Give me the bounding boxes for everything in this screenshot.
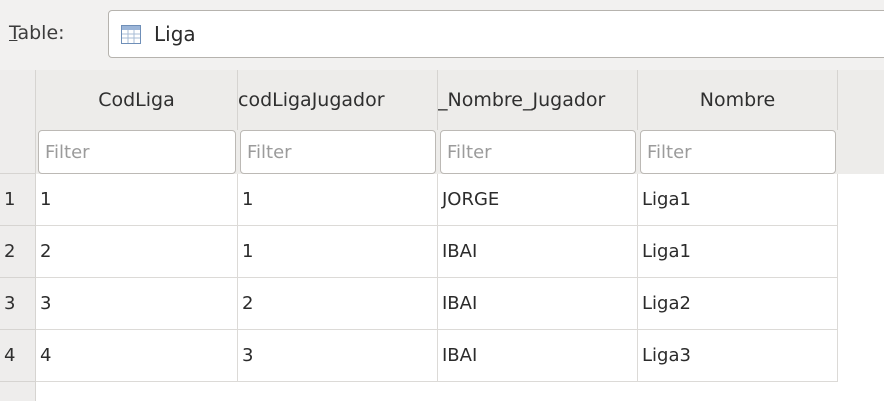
filter-input-nombre-jugador[interactable] xyxy=(440,130,636,174)
table-cell[interactable]: 3 xyxy=(238,330,438,382)
table-icon xyxy=(121,25,141,44)
table-cell[interactable]: 1 xyxy=(36,174,238,226)
selected-table-name: Liga xyxy=(154,22,196,46)
table-cell[interactable]: Liga3 xyxy=(638,330,838,382)
table-label-mnemonic: T xyxy=(9,22,18,44)
column-header-nombre-jugador[interactable]: _Nombre_Jugador xyxy=(438,70,638,130)
table-cell[interactable]: Liga2 xyxy=(638,278,838,330)
row-header-stub xyxy=(0,382,36,401)
table-cell[interactable]: Liga1 xyxy=(638,226,838,278)
filter-input-codligajugador[interactable] xyxy=(240,130,436,174)
data-grid: CodLiga codLigaJugador _Nombre_Jugador N… xyxy=(0,70,884,401)
filter-input-codliga[interactable] xyxy=(38,130,236,174)
column-header-codliga[interactable]: CodLiga xyxy=(36,70,238,130)
filter-cell xyxy=(638,130,838,174)
row-number[interactable]: 2 xyxy=(0,226,36,278)
table-cell[interactable]: IBAI xyxy=(438,278,638,330)
table-cell[interactable]: 4 xyxy=(36,330,238,382)
filter-cell xyxy=(36,130,238,174)
row-number[interactable]: 3 xyxy=(0,278,36,330)
table-cell[interactable]: 3 xyxy=(36,278,238,330)
table-toolbar: Table: Liga xyxy=(0,0,884,70)
row-number[interactable]: 4 xyxy=(0,330,36,382)
table-cell[interactable]: 2 xyxy=(36,226,238,278)
table-cell[interactable]: 1 xyxy=(238,174,438,226)
column-header-codligajugador[interactable]: codLigaJugador xyxy=(238,70,438,130)
filter-input-nombre[interactable] xyxy=(640,130,836,174)
row-number[interactable]: 1 xyxy=(0,174,36,226)
table-cell[interactable]: IBAI xyxy=(438,226,638,278)
table-select[interactable]: Liga xyxy=(108,10,884,58)
filter-cell xyxy=(438,130,638,174)
table-cell[interactable]: 1 xyxy=(238,226,438,278)
table-cell[interactable]: Liga1 xyxy=(638,174,838,226)
filter-cell xyxy=(238,130,438,174)
table-cell[interactable]: JORGE xyxy=(438,174,638,226)
table-label-text: able: xyxy=(17,22,65,44)
grid-corner xyxy=(0,70,36,174)
column-header-nombre[interactable]: Nombre xyxy=(638,70,838,130)
table-cell[interactable]: IBAI xyxy=(438,330,638,382)
table-label: Table: xyxy=(9,22,65,44)
table-cell[interactable]: 2 xyxy=(238,278,438,330)
